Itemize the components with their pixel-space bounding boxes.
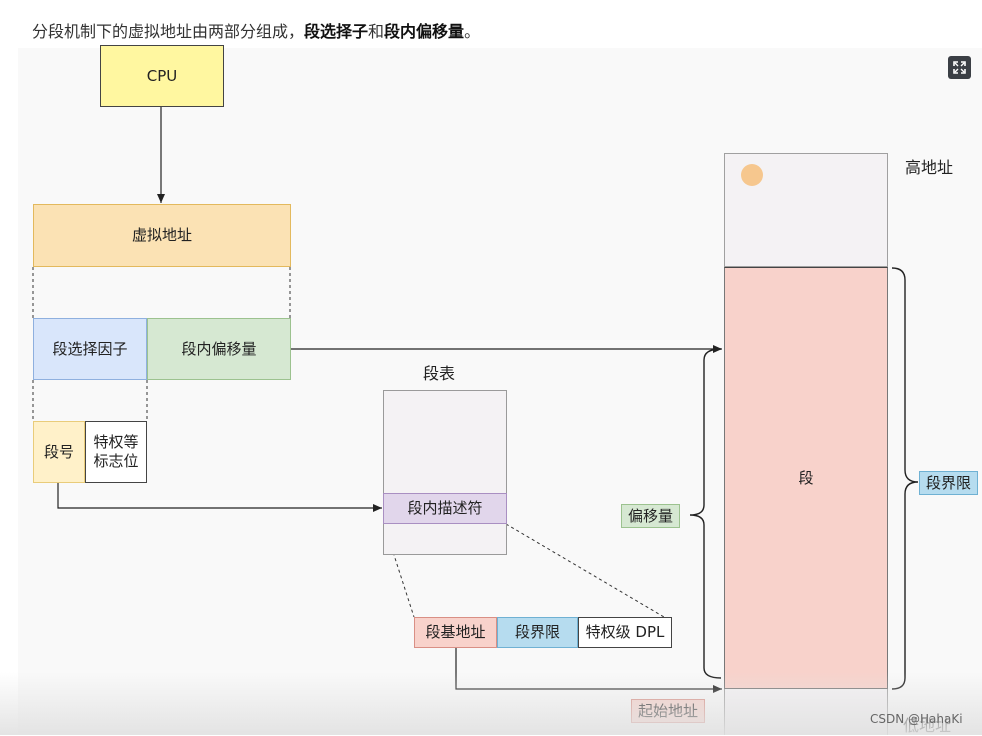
base-address-label: 段基地址 — [425, 623, 486, 642]
segment-limit-label: 段界限 — [514, 623, 560, 642]
brace-offset — [689, 348, 722, 679]
expand-button[interactable] — [948, 56, 971, 79]
dash-desc-left — [383, 523, 415, 618]
segment-limit-tag: 段界限 — [919, 471, 979, 495]
caption-mid: 和 — [368, 22, 385, 41]
virtual-address-box: 虚拟地址 — [33, 204, 291, 267]
decorative-dot-icon — [741, 164, 763, 186]
offset-tag: 偏移量 — [621, 504, 681, 528]
virtual-address-label: 虚拟地址 — [131, 226, 192, 245]
brace-limit — [891, 267, 919, 690]
caption-prefix: 分段机制下的虚拟地址由两部分组成， — [32, 22, 305, 41]
segment-label: 段 — [798, 468, 814, 487]
segment-selector-box: 段选择因子 — [33, 318, 147, 380]
arrow-base-to-start — [455, 648, 722, 693]
privilege-flags-box: 特权等 标志位 — [85, 421, 147, 483]
dash-desc-right — [505, 523, 665, 618]
segment-number-box: 段号 — [33, 421, 85, 483]
privilege-flags-label: 特权等 标志位 — [93, 433, 139, 470]
segment-descriptor-label: 段内描述符 — [407, 499, 483, 518]
privilege-dpl-label: 特权级 DPL — [585, 623, 665, 642]
cpu-label: CPU — [146, 66, 178, 85]
base-address-box: 段基地址 — [414, 617, 497, 648]
memory-bottom-region — [724, 689, 888, 735]
expand-icon — [953, 61, 966, 74]
cpu-box: CPU — [100, 45, 224, 107]
start-address-tag: 起始地址 — [631, 699, 706, 723]
arrow-segno-to-descriptor — [57, 483, 382, 512]
segment-limit-box: 段界限 — [497, 617, 578, 648]
segment-region: 段 — [724, 267, 888, 689]
segment-descriptor-box: 段内描述符 — [383, 493, 507, 524]
watermark: CSDN @HahaKi — [870, 712, 963, 726]
caption-bold-offset: 段内偏移量 — [384, 22, 465, 41]
segment-selector-label: 段选择因子 — [52, 339, 128, 358]
segment-offset-box: 段内偏移量 — [147, 318, 291, 380]
caption-bold-selector: 段选择子 — [304, 22, 369, 41]
segment-table-title: 段表 — [423, 364, 456, 383]
caption: 分段机制下的虚拟地址由两部分组成，段选择子和段内偏移量。 — [32, 18, 480, 42]
segment-table — [383, 390, 507, 555]
segment-offset-label: 段内偏移量 — [181, 339, 257, 358]
high-address-label: 高地址 — [905, 158, 954, 177]
segment-number-label: 段号 — [43, 442, 74, 461]
privilege-dpl-box: 特权级 DPL — [578, 617, 672, 648]
caption-suffix: 。 — [464, 22, 481, 41]
